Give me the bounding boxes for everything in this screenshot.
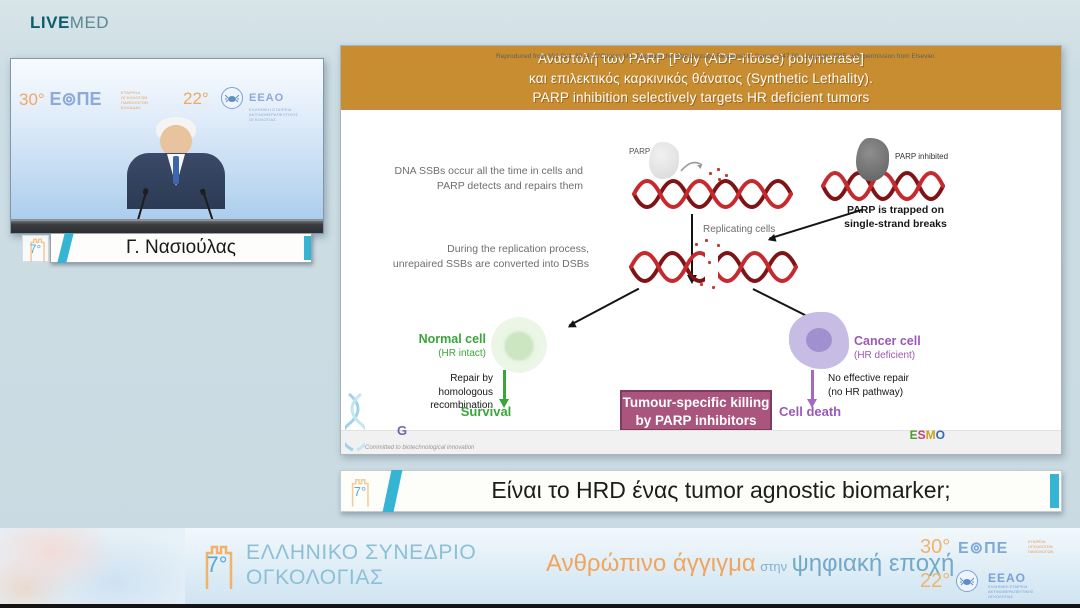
qbar-accent-cap [1050, 474, 1059, 508]
congress-7-badge-icon: 7° [22, 235, 49, 262]
livemed-logo: LIVEMED [30, 13, 109, 33]
eope-logo-row: 30° Ε⊚ΠΕ ΕΤΑΙΡΕΙΑ ΟΓΚΟΛΟΓΩΝ ΠΑΘΟΛΟΓΩΝ [920, 536, 1054, 558]
speaker-tie [173, 156, 179, 184]
survival-label: Survival [460, 404, 512, 419]
genekor-wordmark-partial: G [397, 423, 408, 438]
citation-text: Reproduced from Mol Cell, 60 (4),O'Conno… [495, 53, 937, 60]
cancer-cell-icon [789, 312, 849, 369]
livemed-logo-med: MED [69, 13, 110, 32]
congress-tagline: Ανθρώπινο άγγιγμα στην ψηφιακή εποχή [546, 550, 955, 577]
speaker-face [160, 125, 192, 157]
bottom-edge-strip [0, 604, 1080, 608]
speaker-name: Γ. Νασιούλας [126, 237, 236, 258]
qbar-accent-stripe [382, 470, 403, 512]
slide-title: Αναστολή των PARP [Poly (ADP-ribose) pol… [341, 46, 1061, 110]
hr-deficient-label: (HR deficient) [854, 350, 916, 361]
eope-wordmark: Ε⊚ΠΕ [49, 89, 102, 109]
livemed-logo-live: LIVE [30, 13, 70, 32]
congress-footer-banner: 7° ΕΛΛΗΝΙΚΟ ΣΥΝΕΔΡΙΟ ΟΓΚΟΛΟΓΙΑΣ Ανθρώπιν… [0, 528, 1080, 604]
congress-7-logo-icon: 7° [200, 540, 234, 592]
eeao-logo-row: 22° EEAO ΕΛΛΗΝΙΚΗ ΕΤΑΙΡΕΙΑ ΑΚΤΙΝΟΘΕΡΑΠΕΥ… [920, 570, 1034, 599]
slide-title-line2: και επιλεκτικός καρκινικός θάνατος (Synt… [528, 70, 874, 86]
podium [11, 219, 323, 233]
slide-citation-strip [341, 430, 1061, 454]
eeao-wordmark: EEAO [249, 92, 285, 104]
parp-inhibited-label: PARP inhibited [895, 152, 949, 161]
session-question-bar: 7° Είναι το HRD ένας tumor agnostic biom… [340, 470, 1062, 512]
normal-cell-label: Normal cell [418, 332, 486, 346]
slide-title-line3: PARP inhibition selectively targets HR d… [532, 90, 870, 105]
presentation-slide: Αναστολή των PARP [Poly (ADP-ribose) pol… [340, 45, 1062, 455]
eeao-number: 22° [183, 89, 209, 108]
speaker-name-plate: Γ. Νασιούλας [50, 233, 312, 263]
congress-title: ΕΛΛΗΝΙΚΟ ΣΥΝΕΔΡΙΟ ΟΓΚΟΛΟΓΙΑΣ [246, 541, 477, 589]
cancer-cell-label: Cancer cell [854, 334, 921, 348]
eope-subtext: ΕΤΑΙΡΕΙΑ ΟΓΚΟΛΟΓΩΝ ΠΑΘΟΛΟΓΩΝ [1028, 539, 1054, 554]
eeao-wordmark: EEAO [988, 571, 1027, 585]
genekor-tagline: Committed to biotechnological innovation [365, 445, 475, 451]
ssb-note: DNA SSBs occur all the time in cells and… [394, 165, 584, 192]
replicating-arrow-icon [687, 214, 697, 284]
speaker-video-panel[interactable]: 30° Ε⊚ΠΕ ΕΤΑΙΡΕΙΑ ΟΓΚΟΛΟΓΩΝ ΠΑΘΟΛΟΓΩΝ ΕΛ… [10, 58, 324, 234]
cell-death-arrow-icon [807, 370, 817, 408]
backdrop-eope-logo: 30° Ε⊚ΠΕ [19, 89, 102, 110]
hr-intact-label: (HR intact) [438, 348, 486, 359]
eope-wordmark: Ε⊚ΠΕ [958, 540, 1009, 557]
parp-trapped-note: PARP is trapped on single-strand breaks [844, 204, 947, 230]
slide-title-line1: Αναστολή των PARP [Poly (ADP-ribose) pol… [537, 51, 865, 66]
eope-number: 30° [19, 90, 45, 109]
to-normal-cell-arrow-icon [568, 288, 640, 327]
parp-label: PARP [629, 147, 651, 156]
eope-subtext: ΕΤΑΙΡΕΙΑ ΟΓΚΟΛΟΓΩΝ ΠΑΘΟΛΟΓΩΝ ΕΛΛΑΔΑΣ [121, 90, 149, 110]
parp-curved-arrow-icon [680, 161, 703, 172]
normal-cell-icon [491, 317, 547, 373]
dna-helix-dsb [629, 239, 798, 289]
eeao-subtext: ΕΛΛΗΝΙΚΗ ΕΤΑΙΡΕΙΑ ΑΚΤΙΝΟΘΕΡΑΠΕΥΤΙΚΗΣ ΟΓΚ… [988, 584, 1034, 599]
eeao-subtext: ΕΛΛΗΝΙΚΗ ΕΤΑΙΡΕΙΑ ΑΚΤΙΝΟΘΕΡΑΠΕΥΤΙΚΗΣ ΟΓΚ… [249, 107, 299, 122]
tumour-killing-callout: Tumour-specific killing by PARP inhibito… [620, 390, 772, 431]
repair-note: Repair by homologous recombination [430, 373, 493, 411]
parp-protein-icon [649, 142, 679, 179]
eeao-crab-emblem [221, 87, 243, 109]
session-question-text: Είναι το HRD ένας tumor agnostic biomark… [491, 477, 951, 503]
dsb-note: During the replication process, unrepair… [392, 243, 589, 270]
dna-helix-parp-trapped [821, 164, 945, 201]
eeao-logo: EEAO ΕΛΛΗΝΙΚΗ ΕΤΑΙΡΕΙΑ ΑΚΤΙΝΟΘΕΡΑΠΕΥΤΙΚΗ… [249, 88, 298, 122]
eeao-crab-emblem [956, 570, 978, 592]
survival-arrow-icon [499, 370, 509, 408]
footer-society-logos: 30° Ε⊚ΠΕ ΕΤΑΙΡΕΙΑ ΟΓΚΟΛΟΓΩΝ ΠΑΘΟΛΟΓΩΝ 22… [920, 534, 1075, 600]
parp-inhibited-protein-icon [856, 138, 889, 181]
cell-death-label: Cell death [779, 404, 842, 419]
footer-photo [0, 528, 185, 604]
no-repair-note: No effective repair (no HR pathway) [828, 373, 909, 398]
plate-accent-cap [304, 236, 311, 260]
congress-7-badge-icon: 7° [347, 476, 373, 508]
genekor-dna-icon [345, 392, 365, 452]
dna-helix-ssb [632, 168, 793, 209]
replicating-label: Replicating cells [703, 224, 776, 235]
esmo-logo: ESMO [909, 428, 945, 442]
